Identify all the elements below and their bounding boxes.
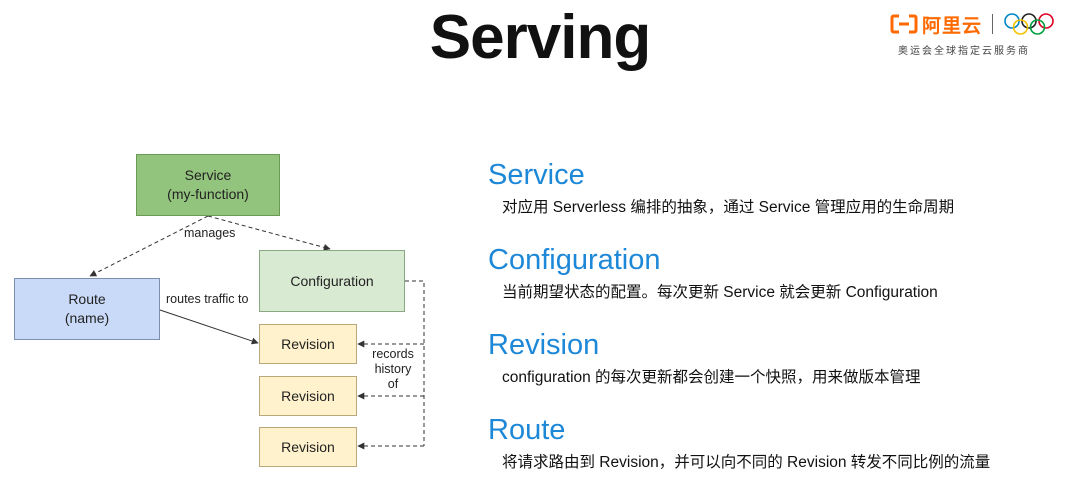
logo-separator	[992, 14, 994, 34]
node-revision-2: Revision	[259, 376, 357, 416]
desc-revision: configuration 的每次更新都会创建一个快照，用来做版本管理	[502, 369, 921, 386]
term-configuration: Configuration	[488, 244, 661, 276]
edge-configuration-history	[405, 280, 425, 446]
logo-brand-text: 阿里云	[922, 15, 983, 37]
aliyun-logo-icon	[890, 14, 918, 34]
term-revision: Revision	[488, 329, 600, 361]
edge-route-revision	[159, 309, 259, 345]
node-route: Route (name)	[14, 278, 160, 340]
edge-service-route	[89, 215, 209, 277]
term-service: Service	[488, 159, 585, 191]
node-revision-1: Revision	[259, 324, 357, 364]
label-manages: manages	[184, 226, 236, 240]
serving-diagram: Service (my-function) Route (name) Confi…	[0, 140, 460, 483]
logo-tagline: 奥运会全球指定云服务商	[898, 46, 1030, 57]
edge-service-configuration	[207, 215, 331, 251]
term-route: Route	[488, 414, 566, 446]
olympic-rings-icon	[1004, 13, 1054, 35]
diagram-edges	[89, 215, 425, 450]
desc-service: 对应用 Serverless 编排的抽象，通过 Service 管理应用的生命周…	[502, 199, 955, 216]
desc-configuration: 当前期望状态的配置。每次更新 Service 就会更新 Configuratio…	[502, 284, 938, 301]
slide-title: Serving	[429, 3, 651, 72]
desc-route: 将请求路由到 Revision，并可以向不同的 Revision 转发不同比例的…	[502, 454, 991, 471]
node-service: Service (my-function)	[136, 154, 280, 216]
label-records-history: records history of	[369, 347, 417, 392]
node-revision-3: Revision	[259, 427, 357, 467]
label-routes-traffic: routes traffic to	[166, 292, 249, 306]
node-configuration: Configuration	[259, 250, 405, 312]
aliyun-logo: 阿里云 奥运会全球指定云服务商	[890, 10, 1070, 60]
